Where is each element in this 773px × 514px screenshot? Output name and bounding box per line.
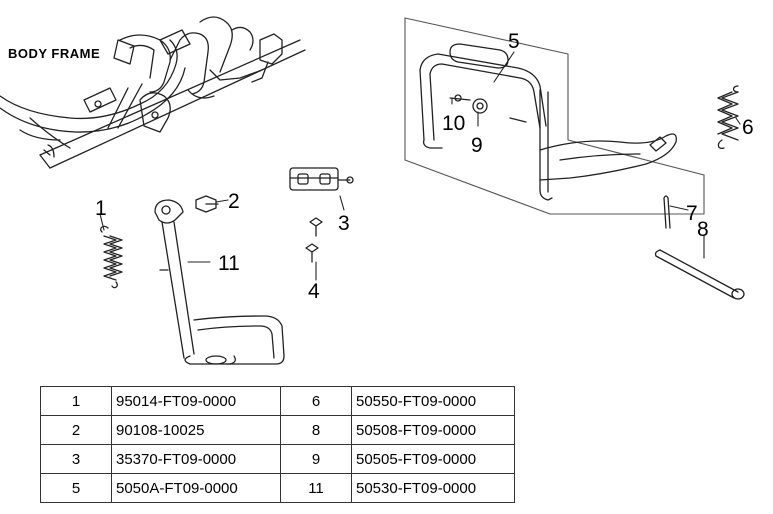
stand-bracket-3 bbox=[289, 167, 354, 191]
callout-8: 8 bbox=[697, 218, 709, 241]
part-number: 50508-FT09-0000 bbox=[351, 415, 515, 445]
bolt-2 bbox=[195, 195, 219, 213]
table-row: 1 95014-FT09-0000 6 50550-FT09-0000 bbox=[40, 386, 515, 416]
ref-number: 2 bbox=[40, 415, 112, 445]
part-number: 50550-FT09-0000 bbox=[351, 386, 515, 416]
part-number: 5050A-FT09-0000 bbox=[111, 473, 281, 503]
return-spring-6 bbox=[717, 85, 739, 150]
ref-number: 11 bbox=[280, 473, 352, 503]
ref-number: 5 bbox=[40, 473, 112, 503]
callout-11: 11 bbox=[218, 252, 240, 275]
callout-10: 10 bbox=[442, 112, 465, 135]
pivot-shaft-8 bbox=[654, 249, 745, 300]
ref-number: 1 bbox=[40, 386, 112, 416]
table-row: 3 35370-FT09-0000 9 50505-FT09-0000 bbox=[40, 444, 515, 474]
side-stand-11 bbox=[154, 199, 285, 365]
callout-4: 4 bbox=[308, 280, 320, 303]
part-number: 95014-FT09-0000 bbox=[111, 386, 281, 416]
spring-1 bbox=[100, 225, 123, 289]
body-frame-drawing bbox=[0, 16, 306, 169]
ref-number: 9 bbox=[280, 444, 352, 474]
cotter-pin-7 bbox=[663, 195, 671, 229]
center-stand-assembly bbox=[404, 17, 705, 215]
callout-2: 2 bbox=[228, 190, 240, 213]
part-number: 35370-FT09-0000 bbox=[111, 444, 281, 474]
part-number: 50530-FT09-0000 bbox=[351, 473, 515, 503]
callout-5: 5 bbox=[508, 30, 520, 53]
callout-3: 3 bbox=[338, 212, 350, 235]
table-row: 5 5050A-FT09-0000 11 50530-FT09-0000 bbox=[40, 473, 515, 503]
bolts-4 bbox=[305, 217, 323, 263]
ref-number: 8 bbox=[280, 415, 352, 445]
ref-number: 6 bbox=[280, 386, 352, 416]
body-frame-label: BODY FRAME bbox=[8, 46, 100, 61]
callout-6: 6 bbox=[742, 116, 754, 139]
table-row: 2 90108-10025 8 50508-FT09-0000 bbox=[40, 415, 515, 445]
parts-list-table: 1 95014-FT09-0000 6 50550-FT09-0000 2 90… bbox=[40, 386, 515, 503]
ref-number: 3 bbox=[40, 444, 112, 474]
callout-7: 7 bbox=[686, 202, 698, 225]
part-number: 90108-10025 bbox=[111, 415, 281, 445]
part-number: 50505-FT09-0000 bbox=[351, 444, 515, 474]
callout-9: 9 bbox=[471, 134, 483, 157]
leader-lines bbox=[99, 51, 741, 281]
callout-1: 1 bbox=[95, 197, 107, 220]
